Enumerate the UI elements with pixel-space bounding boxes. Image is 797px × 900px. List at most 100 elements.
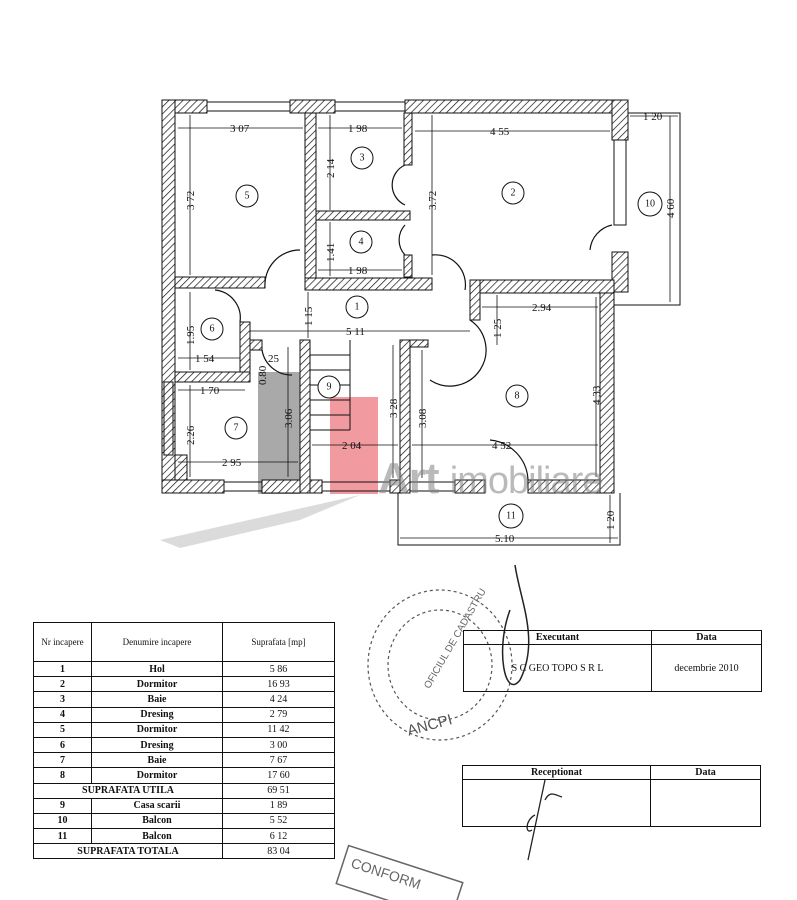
rooms-table: Nr incapere Denumire incapere Suprafata … xyxy=(33,622,335,860)
room-number: 4 xyxy=(359,237,364,248)
cell-area: 7 67 xyxy=(222,752,335,769)
executant-header: Executant xyxy=(463,630,652,645)
dimension-label: 4 52 xyxy=(492,440,511,452)
room-number: 2 xyxy=(511,188,516,199)
cell-name: Baie xyxy=(91,752,223,769)
dimension-label: 25 xyxy=(268,353,280,365)
dimension-label: 1 98 xyxy=(348,123,368,135)
cell-area: 5 86 xyxy=(222,660,335,678)
room-number: 3 xyxy=(360,153,365,164)
cell-name: Hol xyxy=(91,660,223,678)
dimension-label: 3.72 xyxy=(427,191,439,210)
total-label: SUPRAFATA TOTALA xyxy=(33,843,223,860)
dimension-label: 1 20 xyxy=(643,111,663,123)
column-header: Nr incapere xyxy=(33,622,92,662)
dimension-label: 3.06 xyxy=(283,408,295,428)
cell-nr: 6 xyxy=(33,736,92,754)
cell-name: Casa scarii xyxy=(91,797,223,814)
cell-nr: 2 xyxy=(33,676,92,693)
dimension-label: 5 11 xyxy=(346,326,365,338)
date-header: Data xyxy=(650,765,761,780)
room-number: 10 xyxy=(645,199,655,210)
windows xyxy=(163,101,627,492)
cell-area: 16 93 xyxy=(222,676,335,693)
cell-name: Baie xyxy=(91,691,223,708)
cell-nr: 10 xyxy=(33,812,92,830)
cell-nr: 1 xyxy=(33,660,92,678)
cell-name: Dormitor xyxy=(91,767,223,784)
room-number: 6 xyxy=(210,324,215,335)
receptionat-date-cell xyxy=(650,779,761,827)
room-numbers: 1 2 3 4 5 6 7 8 9 10 11 xyxy=(210,153,656,522)
table-header: Nr incapere Denumire incapere Suprafata … xyxy=(33,622,335,662)
cell-name: Balcon xyxy=(91,812,223,830)
dimension-label: 1 70 xyxy=(200,385,220,397)
dimension-label: 3 28 xyxy=(388,398,400,418)
dimension-label: 2.26 xyxy=(185,425,197,445)
dimension-label: 4 55 xyxy=(490,126,510,138)
dimension-label: 1.41 xyxy=(325,243,337,262)
column-header: Denumire incapere xyxy=(91,622,223,662)
cell-nr: 5 xyxy=(33,721,92,738)
cell-nr: 8 xyxy=(33,767,92,784)
dimension-label: 3 07 xyxy=(230,123,250,135)
cell-area: 2 79 xyxy=(222,706,335,723)
walls xyxy=(161,99,629,494)
dimension-label: 0.80 xyxy=(257,365,269,385)
room-number: 8 xyxy=(515,391,520,402)
dimension-lines xyxy=(178,115,678,543)
dimension-label: 2.94 xyxy=(532,302,552,314)
cell-nr: 4 xyxy=(33,706,92,723)
dimension-label: 1 15 xyxy=(303,306,315,326)
dimension-label: 1 98 xyxy=(348,265,368,277)
conform-stamp-text: CONFORM xyxy=(349,855,423,893)
dimension-label: 1.95 xyxy=(185,325,197,345)
dimension-labels: 3 07 1 98 4 55 1 20 3 72 2 14 3.72 4 60 … xyxy=(185,111,677,545)
room-markers xyxy=(200,146,663,529)
cell-area: 5 52 xyxy=(222,812,335,830)
dimension-label: 3 72 xyxy=(185,191,197,210)
cell-area: 1 89 xyxy=(222,797,335,814)
room-number: 9 xyxy=(327,382,332,393)
cell-nr: 7 xyxy=(33,752,92,769)
executant-name: S C GEO TOPO S R L xyxy=(463,644,652,692)
column-header: Suprafata [mp] xyxy=(222,622,335,662)
balconies xyxy=(397,112,681,546)
subtotal-area: 69 51 xyxy=(222,782,335,799)
dimension-label: 1 20 xyxy=(605,510,617,530)
watermark-brand-bold: Art xyxy=(378,454,440,503)
dimension-label: 2 04 xyxy=(342,440,362,452)
receptionat-header: Receptionat xyxy=(462,765,651,780)
dimension-label: 4 33 xyxy=(591,385,603,405)
watermark-text: Art imobiliare xyxy=(378,454,604,504)
watermark-brand-light: imobiliare xyxy=(449,460,604,502)
dimension-label: 1 25 xyxy=(492,318,504,338)
cell-nr: 9 xyxy=(33,797,92,814)
dimension-label: 2 14 xyxy=(325,158,337,178)
cell-area: 17 60 xyxy=(222,767,335,784)
cell-area: 6 12 xyxy=(222,828,335,845)
room-number: 11 xyxy=(506,511,516,522)
cell-name: Dresing xyxy=(91,736,223,754)
cell-area: 11 42 xyxy=(222,721,335,738)
ancpi-stamp-text: ANCPI xyxy=(405,711,454,739)
dimension-label: 5.10 xyxy=(495,533,515,545)
room-number: 5 xyxy=(245,191,250,202)
executant-date: decembrie 2010 xyxy=(651,644,762,692)
doors xyxy=(214,164,613,481)
stairs xyxy=(310,340,351,431)
